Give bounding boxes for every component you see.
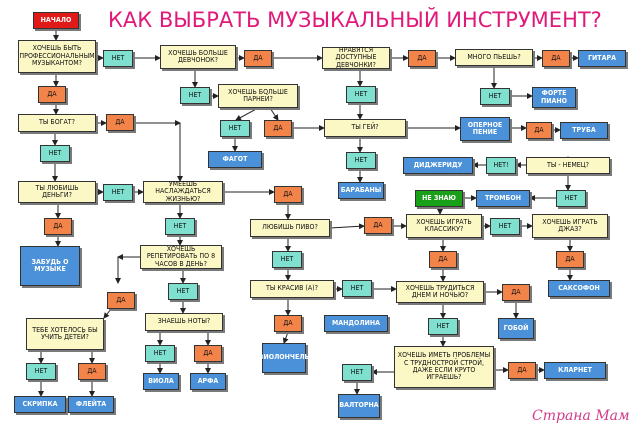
connector-arrow	[269, 107, 279, 121]
answer-yes-notes: ДА	[194, 345, 222, 362]
page-title: КАК ВЫБРАТЬ МУЗЫКАЛЬНЫЙ ИНСТРУМЕНТ?	[108, 8, 602, 32]
result-flute: ФЛЕЙТА	[68, 396, 114, 413]
answer-no-gay: НЕТ	[346, 152, 376, 169]
question-beer: ЛЮБИШЬ ПИВО?	[250, 219, 330, 237]
question-classic: ХОЧЕШЬ ИГРАТЬ КЛАССИКУ?	[406, 214, 482, 238]
answer-no-pain: НЕТ	[342, 364, 372, 381]
node-dont-know: НЕ ЗНАЮ	[415, 190, 463, 207]
question-drink: МНОГО ПЬЕШЬ?	[455, 49, 533, 66]
result-violin: СКРИПКА	[14, 396, 66, 413]
connector-arrow	[329, 223, 365, 230]
result-clarinet: КЛАРНЕТ	[544, 362, 606, 379]
answer-yes-more-girls: ДА	[244, 50, 272, 67]
answer-no-german: НЕТ!	[486, 157, 516, 174]
answer-yes-easy-girls: ДА	[408, 50, 436, 67]
connector-arrow	[282, 331, 289, 344]
answer-no-money: НЕТ	[103, 184, 133, 201]
question-teach-kids: ТЕБЕ ХОТЕЛОСЬ БЫ УЧИТЬ ДЕТЕЙ?	[26, 318, 104, 350]
question-jazz: ХОЧЕШЬ ИГРАТЬ ДЖАЗ?	[532, 214, 608, 238]
answer-no-classic: НЕТ	[490, 218, 520, 235]
result-horn: ВАЛТОРНА	[338, 394, 380, 418]
answer-yes-rehearse: ДА	[107, 292, 135, 309]
answer-no-more-girls: НЕТ	[180, 87, 210, 104]
answer-yes-beer: ДА	[364, 217, 392, 234]
answer-yes-work: ДА	[502, 284, 530, 301]
question-easy-girls: НРАВЯТСЯ ДОСТУПНЫЕ ДЕВЧОНКИ?	[322, 46, 390, 69]
question-german: ТЫ - НЕМЕЦ?	[526, 157, 610, 174]
answer-yes-professional: ДА	[38, 86, 66, 103]
watermark: Страна Мам	[532, 408, 630, 424]
result-cello: ВИОЛОНЧЕЛЬ	[259, 343, 309, 373]
answer-no-rich: НЕТ	[40, 145, 70, 162]
result-guitar: ГИТАРА	[578, 50, 626, 67]
start-node: НАЧАЛО	[33, 12, 79, 29]
answer-no-beer: НЕТ	[272, 251, 302, 268]
question-enjoy-life: УМЕЕШЬ НАСЛАЖДАТЬСЯ ЖИЗНЬЮ?	[143, 180, 223, 203]
answer-no-teach-kids: НЕТ	[26, 363, 56, 380]
result-oboe: ГОБОЙ	[498, 318, 534, 339]
answer-no-professional: НЕТ	[103, 50, 133, 67]
answer-no-german-2: НЕТ	[556, 190, 586, 207]
result-trumpet: ТРУБА	[560, 122, 608, 139]
answer-no-handsome: НЕТ	[342, 280, 372, 297]
answer-no-notes: НЕТ	[145, 345, 175, 362]
question-more-guys: ХОЧЕШЬ БОЛЬШЕ ПАРНЕЙ?	[218, 84, 298, 108]
result-piano: ФОРТЕ ПИАНО	[532, 87, 576, 108]
result-bassoon: ФАГОТ	[208, 151, 262, 168]
question-professional: ХОЧЕШЬ БЫТЬ ПРОФЕССИОНАЛЬНЫМ МУЗЫКАНТОМ?	[18, 40, 96, 73]
result-didgeridoo: ДИДЖЕРИДУ	[403, 157, 473, 174]
answer-yes-pain: ДА	[508, 362, 536, 379]
answer-yes-handsome: ДА	[274, 315, 302, 332]
question-more-girls: ХОЧЕШЬ БОЛЬШЕ ДЕВЧОНОК?	[160, 45, 236, 69]
answer-yes-drink: ДА	[542, 50, 570, 67]
result-drums: БАРАБАНЫ	[338, 182, 384, 199]
result-harp: АРФА	[190, 373, 226, 390]
answer-no-more-guys: НЕТ	[220, 120, 250, 137]
question-money: ТЫ ЛЮБИШЬ ДЕНЬГИ?	[18, 181, 96, 203]
answer-yes-rich: ДА	[106, 114, 134, 131]
answer-no-rehearse: НЕТ	[168, 283, 198, 300]
result-trombone: ТРОМБОН	[476, 190, 530, 207]
question-rehearse: ХОЧЕШЬ РЕПЕТИРОВАТЬ ПО 8 ЧАСОВ В ДЕНЬ?	[140, 245, 222, 269]
question-pain: ХОЧЕШЬ ИМЕТЬ ПРОБЛЕМЫ С ТРУДНОСТРОЙ СТРО…	[394, 346, 494, 388]
answer-yes-more-guys: ДА	[264, 120, 292, 137]
question-handsome: ТЫ КРАСИВ (А)?	[250, 280, 334, 298]
answer-yes-teach-kids: ДА	[78, 363, 106, 380]
answer-yes-gay: ДА	[526, 122, 552, 139]
question-notes: ЗНАЕШЬ НОТЫ?	[145, 313, 223, 331]
result-mandolin: МАНДОЛИНА	[324, 315, 388, 332]
answer-yes-enjoy-life: ДА	[274, 186, 302, 203]
question-rich: ТЫ БОГАТ?	[18, 114, 96, 132]
result-forget-music: ЗАБУДЬ О МУЗЫКЕ	[20, 246, 80, 286]
answer-yes-money: ДА	[44, 218, 72, 235]
connector-arrow	[235, 107, 259, 121]
answer-yes-jazz: ДА	[556, 251, 584, 268]
result-viola: ВИОЛА	[143, 373, 179, 390]
result-saxophone: САКСОФОН	[548, 280, 610, 297]
answer-no-work: НЕТ	[428, 318, 458, 335]
answer-yes-classic: ДА	[429, 251, 457, 268]
answer-no-easy-girls: НЕТ	[346, 86, 376, 103]
answer-no-enjoy-life: НЕТ	[165, 218, 195, 235]
answer-no-drink: НЕТ	[480, 88, 510, 105]
question-gay: ТЫ ГЕЙ?	[324, 119, 406, 137]
question-work: ХОЧЕШЬ ТРУДИТЬСЯ ДНЕМ И НОЧЬЮ?	[396, 281, 484, 303]
result-opera: ОПЕРНОЕ ПЕНИЕ	[460, 117, 510, 141]
